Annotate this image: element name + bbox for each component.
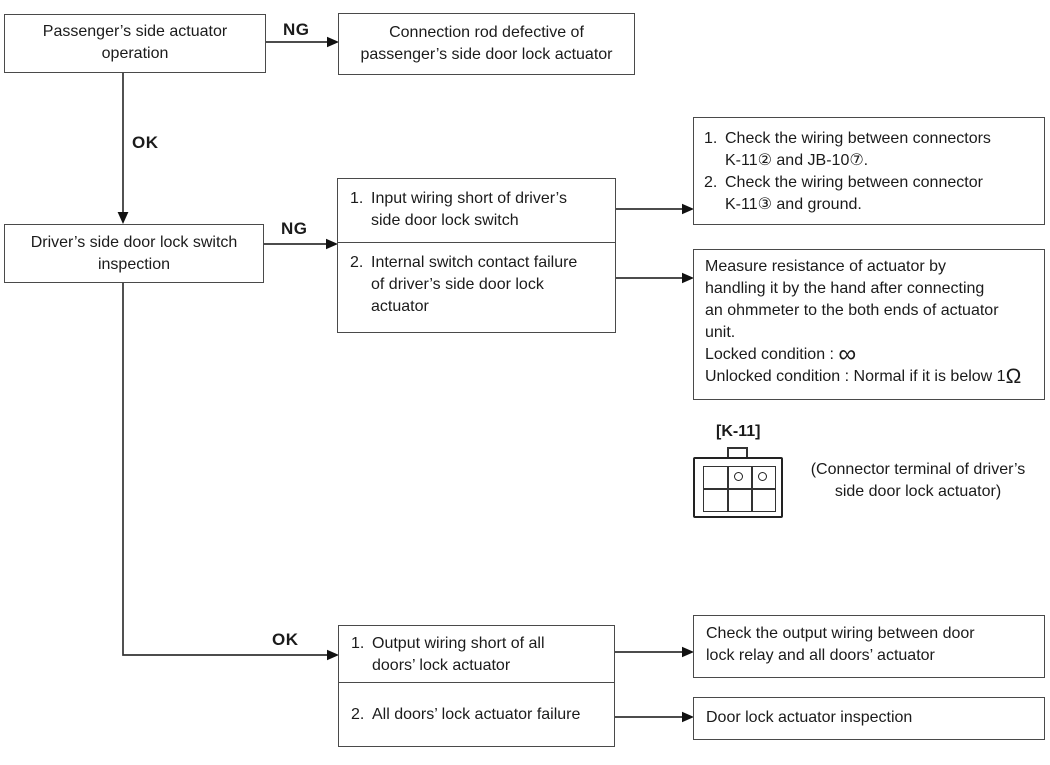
branch-label-ng-passenger: NG: [283, 20, 310, 39]
locked-condition-label: Locked condition :: [705, 346, 839, 363]
arrowhead-driver-ng: [326, 238, 338, 250]
list-item: 2. All doors’ lock actuator failure: [351, 704, 580, 726]
connector-k11-label: [K-11]: [716, 423, 761, 440]
list-item: 2. Internal switch contact failure of dr…: [350, 252, 611, 318]
list-item-number: 1.: [704, 130, 718, 147]
infinity-symbol: ∞: [838, 340, 857, 368]
list-item-text: Input wiring short of driver’s side door…: [371, 190, 567, 229]
arrowhead-cause1: [682, 203, 694, 215]
output-failure-causes-box: 1. Output wiring short of all doors’ loc…: [338, 625, 615, 747]
driver-door-lock-switch-inspection-text: Driver’s side door lock switch inspectio…: [30, 234, 238, 273]
terminal-hole: [734, 472, 743, 481]
connector-tab-shape: [727, 447, 748, 460]
list-item: 1. Input wiring short of driver’s side d…: [350, 188, 611, 232]
switch-failure-causes-box: 1. Input wiring short of driver’s side d…: [337, 178, 616, 333]
list-item-text: Output wiring short of all doors’ lock a…: [372, 635, 545, 674]
list-item: 2. Check the wiring between connector K-…: [704, 172, 1040, 216]
unlocked-condition-label: Unlocked condition : Normal if it is bel…: [705, 368, 1006, 385]
locked-condition-line: Locked condition : ∞: [705, 342, 1041, 367]
measure-resistance-box: Measure resistance of actuator by handli…: [693, 249, 1045, 400]
arrowhead-passenger-ok: [117, 212, 129, 224]
door-lock-actuator-inspection-box: Door lock actuator inspection: [693, 697, 1045, 740]
list-item-number: 2.: [350, 254, 364, 272]
branch-label-ng-driver: NG: [281, 219, 308, 238]
list-item-number: 1.: [350, 190, 364, 207]
connection-rod-defective-box: Connection rod defective of passenger’s …: [338, 13, 635, 75]
grid-divider-horizontal: [703, 488, 776, 490]
ohm-symbol: Ω: [1005, 365, 1022, 388]
measure-resistance-text: Measure resistance of actuator by handli…: [705, 258, 999, 341]
arrowhead-passenger-ng: [327, 36, 339, 48]
arrowhead-output2: [682, 711, 694, 723]
list-item-number: 2.: [704, 174, 718, 191]
list-item-text: All doors’ lock actuator failure: [372, 705, 581, 723]
check-wiring-connectors-box: 1. Check the wiring between connectors K…: [693, 117, 1045, 225]
switch-cause-2-section: 2. Internal switch contact failure of dr…: [338, 243, 615, 332]
list-item: 1. Check the wiring between connectors K…: [704, 128, 1040, 172]
check-output-wiring-text: Check the output wiring between door loc…: [706, 625, 975, 664]
output-cause-2-section: 2. All doors’ lock actuator failure: [339, 683, 614, 746]
arrowhead-cause2: [682, 272, 694, 284]
check-output-wiring-box: Check the output wiring between door loc…: [693, 615, 1045, 678]
arrowhead-driver-ok: [327, 649, 339, 661]
list-item-number: 2.: [351, 705, 365, 723]
passenger-actuator-operation-text: Passenger’s side actuator operation: [42, 23, 228, 62]
driver-door-lock-switch-inspection-box: Driver’s side door lock switch inspectio…: [4, 224, 264, 283]
connection-rod-defective-text: Connection rod defective of passenger’s …: [360, 24, 613, 63]
connector-caption: (Connector terminal of driver’s side doo…: [810, 461, 1026, 500]
list-item-text: Internal switch contact failure of drive…: [371, 254, 578, 316]
list-item: 1. Output wiring short of all doors’ loc…: [351, 633, 610, 677]
switch-cause-1-section: 1. Input wiring short of driver’s side d…: [338, 179, 615, 244]
door-lock-actuator-inspection-text: Door lock actuator inspection: [706, 709, 913, 726]
branch-label-ok-passenger: OK: [132, 133, 159, 152]
output-cause-1-section: 1. Output wiring short of all doors’ loc…: [339, 626, 614, 684]
list-item-text: Check the wiring between connector K-11③…: [725, 174, 983, 213]
passenger-actuator-operation-box: Passenger’s side actuator operation: [4, 14, 266, 73]
branch-label-ok-driver: OK: [272, 630, 299, 649]
list-item-number: 1.: [351, 635, 365, 652]
list-item-text: Check the wiring between connectors K-11…: [725, 130, 991, 169]
terminal-hole: [758, 472, 767, 481]
arrowhead-output1: [682, 646, 694, 658]
unlocked-condition-line: Unlocked condition : Normal if it is bel…: [705, 366, 1041, 388]
flow-line-driver-ok: [122, 283, 327, 656]
